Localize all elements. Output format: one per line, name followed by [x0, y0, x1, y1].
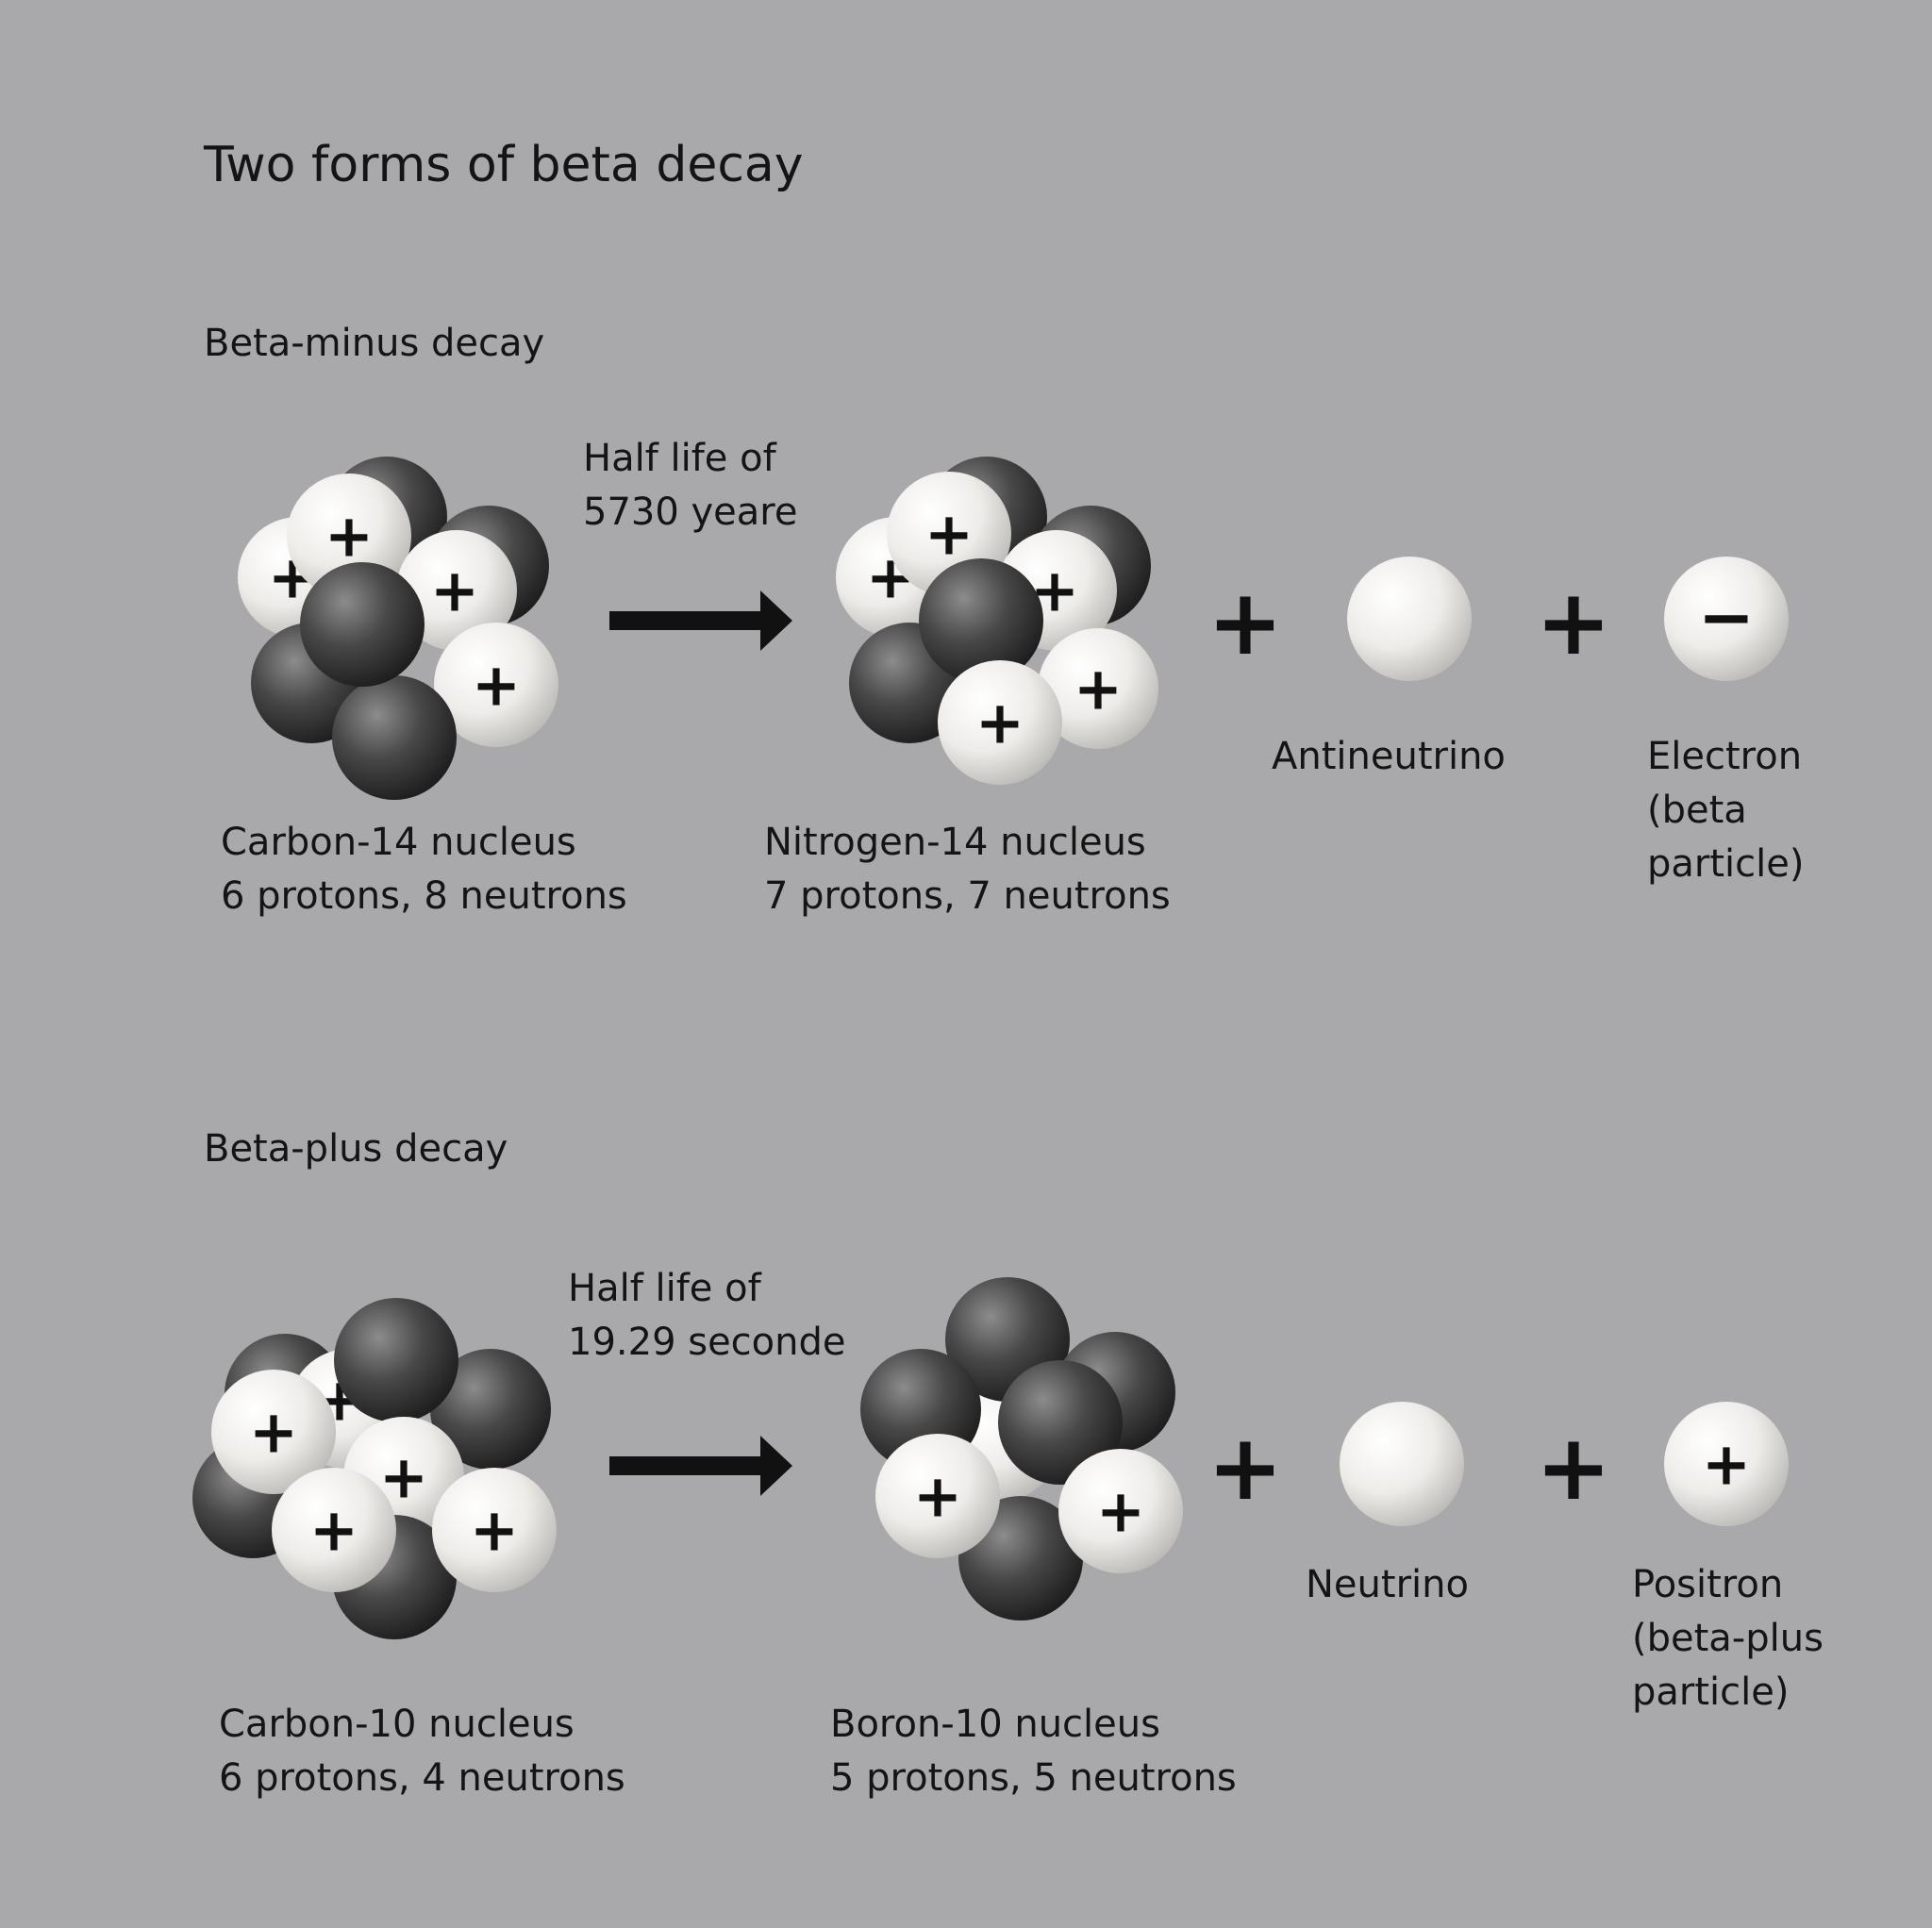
decay-arrow — [609, 1436, 792, 1496]
proton-charge: + — [472, 651, 521, 720]
neutron — [300, 562, 425, 687]
neutron — [919, 558, 1043, 683]
proton-charge: + — [913, 1462, 962, 1531]
proton — [938, 660, 1062, 785]
boron-10-label: Boron-10 nucleus 5 protons, 5 neutrons — [830, 1703, 1237, 1800]
proton-charge: + — [1096, 1477, 1145, 1546]
plus-operator: + — [1208, 570, 1283, 675]
neutron — [332, 675, 457, 800]
nitrogen-14-label: Nitrogen-14 nucleus 7 protons, 7 neutron… — [764, 821, 1171, 918]
antineutrino-label: Antineutrino — [1272, 735, 1506, 778]
diagram-title: Two forms of beta decay — [204, 137, 804, 193]
proton-charge: + — [249, 1398, 298, 1467]
decay-arrow — [609, 590, 792, 651]
neutron — [998, 1360, 1123, 1485]
neutron — [334, 1298, 458, 1422]
carbon-14-nucleus: + + + + — [238, 457, 558, 800]
proton — [1058, 1449, 1183, 1573]
proton-charge: + — [309, 1496, 358, 1565]
neutrino-particle — [1340, 1402, 1464, 1526]
proton-charge: + — [975, 689, 1024, 757]
proton — [875, 1434, 1000, 1558]
carbon-10-label: Carbon-10 nucleus 6 protons, 4 neutrons — [219, 1703, 625, 1800]
proton — [434, 623, 558, 747]
beta-plus-heading: Beta-plus decay — [204, 1127, 508, 1171]
proton-charge: + — [924, 500, 974, 569]
carbon-10-nucleus: + + + + + — [192, 1298, 557, 1639]
proton-charge: + — [430, 557, 479, 625]
plus-operator: + — [1536, 570, 1611, 675]
boron-10-nucleus: + + — [860, 1277, 1183, 1621]
neutrino-label: Neutrino — [1306, 1563, 1469, 1606]
nitrogen-14-nucleus: + + + + + — [836, 457, 1158, 785]
proton — [1038, 628, 1158, 749]
positron-charge: + — [1702, 1430, 1751, 1499]
electron-particle — [1664, 557, 1789, 681]
proton — [211, 1370, 336, 1494]
carbon-14-label: Carbon-14 nucleus 6 protons, 8 neutrons — [221, 821, 627, 918]
electron-label: Electron (beta particle) — [1647, 735, 1805, 886]
beta-plus-half-life: Half life of 19.29 seconde — [568, 1267, 846, 1364]
plus-operator: + — [1536, 1415, 1611, 1521]
proton-charge: + — [470, 1496, 519, 1565]
plus-operator: + — [1208, 1415, 1283, 1521]
beta-minus-heading: Beta-minus decay — [204, 322, 545, 365]
proton — [272, 1468, 396, 1592]
proton-charge: + — [1074, 655, 1123, 723]
beta-minus-half-life: Half life of 5730 yeare — [583, 437, 798, 534]
proton-charge: + — [325, 502, 374, 571]
antineutrino-particle — [1347, 557, 1472, 681]
proton — [396, 530, 517, 651]
neutron — [430, 1349, 551, 1470]
electron-charge: − — [1698, 577, 1755, 657]
positron-label: Positron (beta-plus particle) — [1632, 1563, 1824, 1714]
positron-particle — [1664, 1402, 1789, 1526]
proton — [432, 1468, 557, 1592]
